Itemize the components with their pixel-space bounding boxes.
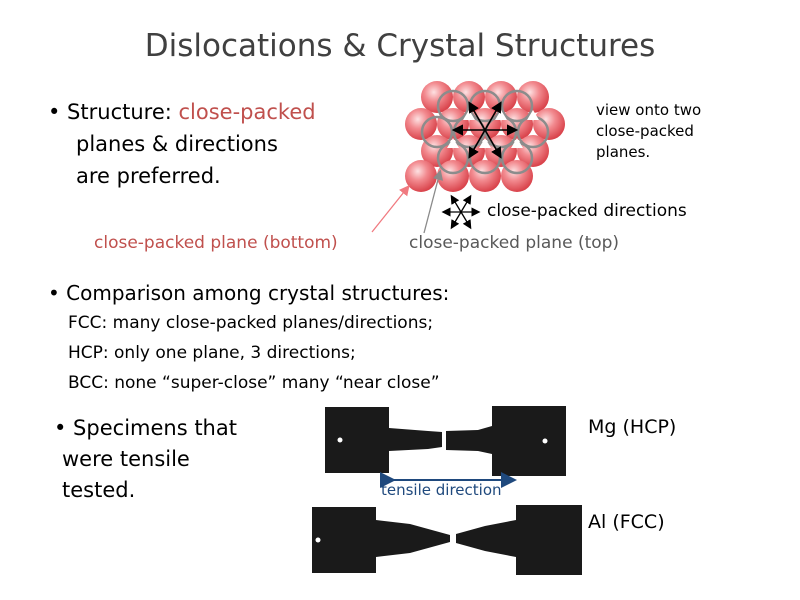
fcc-line: FCC: many close-packed planes/directions… xyxy=(68,313,434,333)
mg-specimen-label: Mg (HCP) xyxy=(588,416,677,438)
close-packed-highlight: close-packed xyxy=(178,100,316,124)
page-title: Dislocations & Crystal Structures xyxy=(144,28,656,64)
structure-bullet: • Structure: close-packed planes & direc… xyxy=(48,96,316,192)
al-specimen-label: Al (FCC) xyxy=(588,511,665,533)
bottom-plane-pointer xyxy=(371,184,410,233)
crystal-direction-arrows xyxy=(451,101,519,159)
specimens-line-1: • Specimens that xyxy=(54,416,237,440)
view-note: view onto two close-packed planes. xyxy=(596,101,702,161)
hcp-line: HCP: only one plane, 3 directions; xyxy=(68,343,356,363)
close-packed-plane-bottom-label: close-packed plane (bottom) xyxy=(94,233,338,253)
comparison-bullet: • Comparison among crystal structures: F… xyxy=(48,278,449,398)
specimens-bullet: • Specimens that were tensile tested. xyxy=(54,413,237,506)
tensile-direction-label: tensile direction xyxy=(381,481,502,499)
interstitial-triangles xyxy=(447,110,539,148)
bottom-plane-atoms xyxy=(405,81,565,192)
structure-line-3: are preferred. xyxy=(76,164,221,188)
top-plane-pointer xyxy=(423,169,444,234)
al-specimen xyxy=(312,505,582,575)
structure-line-1: • Structure: close-packed xyxy=(48,100,316,124)
close-packed-directions-label: close-packed directions xyxy=(487,201,687,221)
close-packed-plane-top-label: close-packed plane (top) xyxy=(409,233,620,253)
specimens-line-2: were tensile xyxy=(62,447,190,471)
specimens-line-3: tested. xyxy=(62,478,136,502)
close-packed-directions-icon xyxy=(441,194,481,230)
structure-line-2: planes & directions xyxy=(76,132,278,156)
comparison-heading: • Comparison among crystal structures: xyxy=(48,281,450,305)
mg-specimen xyxy=(325,406,566,476)
bcc-line: BCC: none “super-close” many “near close… xyxy=(68,373,440,393)
